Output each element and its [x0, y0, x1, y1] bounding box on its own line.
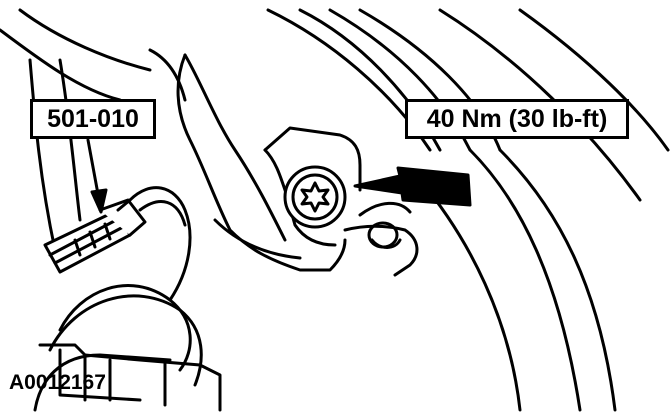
torque-spec-callout: 40 Nm (30 lb-ft) — [405, 99, 629, 139]
tool-number-callout: 501-010 — [30, 99, 156, 139]
door-frame-lines — [0, 8, 187, 252]
lower-latch — [38, 343, 222, 412]
bolt-head — [283, 165, 347, 229]
body-panel-curves — [266, 8, 670, 412]
torque-arrow — [353, 166, 472, 207]
hinge-strap — [343, 201, 419, 277]
figure-id-label: A0012167 — [9, 371, 106, 394]
hinge-bracket — [176, 53, 362, 272]
special-tool-bit — [43, 198, 147, 274]
tool-leader-arrow — [86, 138, 108, 214]
torx-socket-icon — [300, 181, 330, 213]
